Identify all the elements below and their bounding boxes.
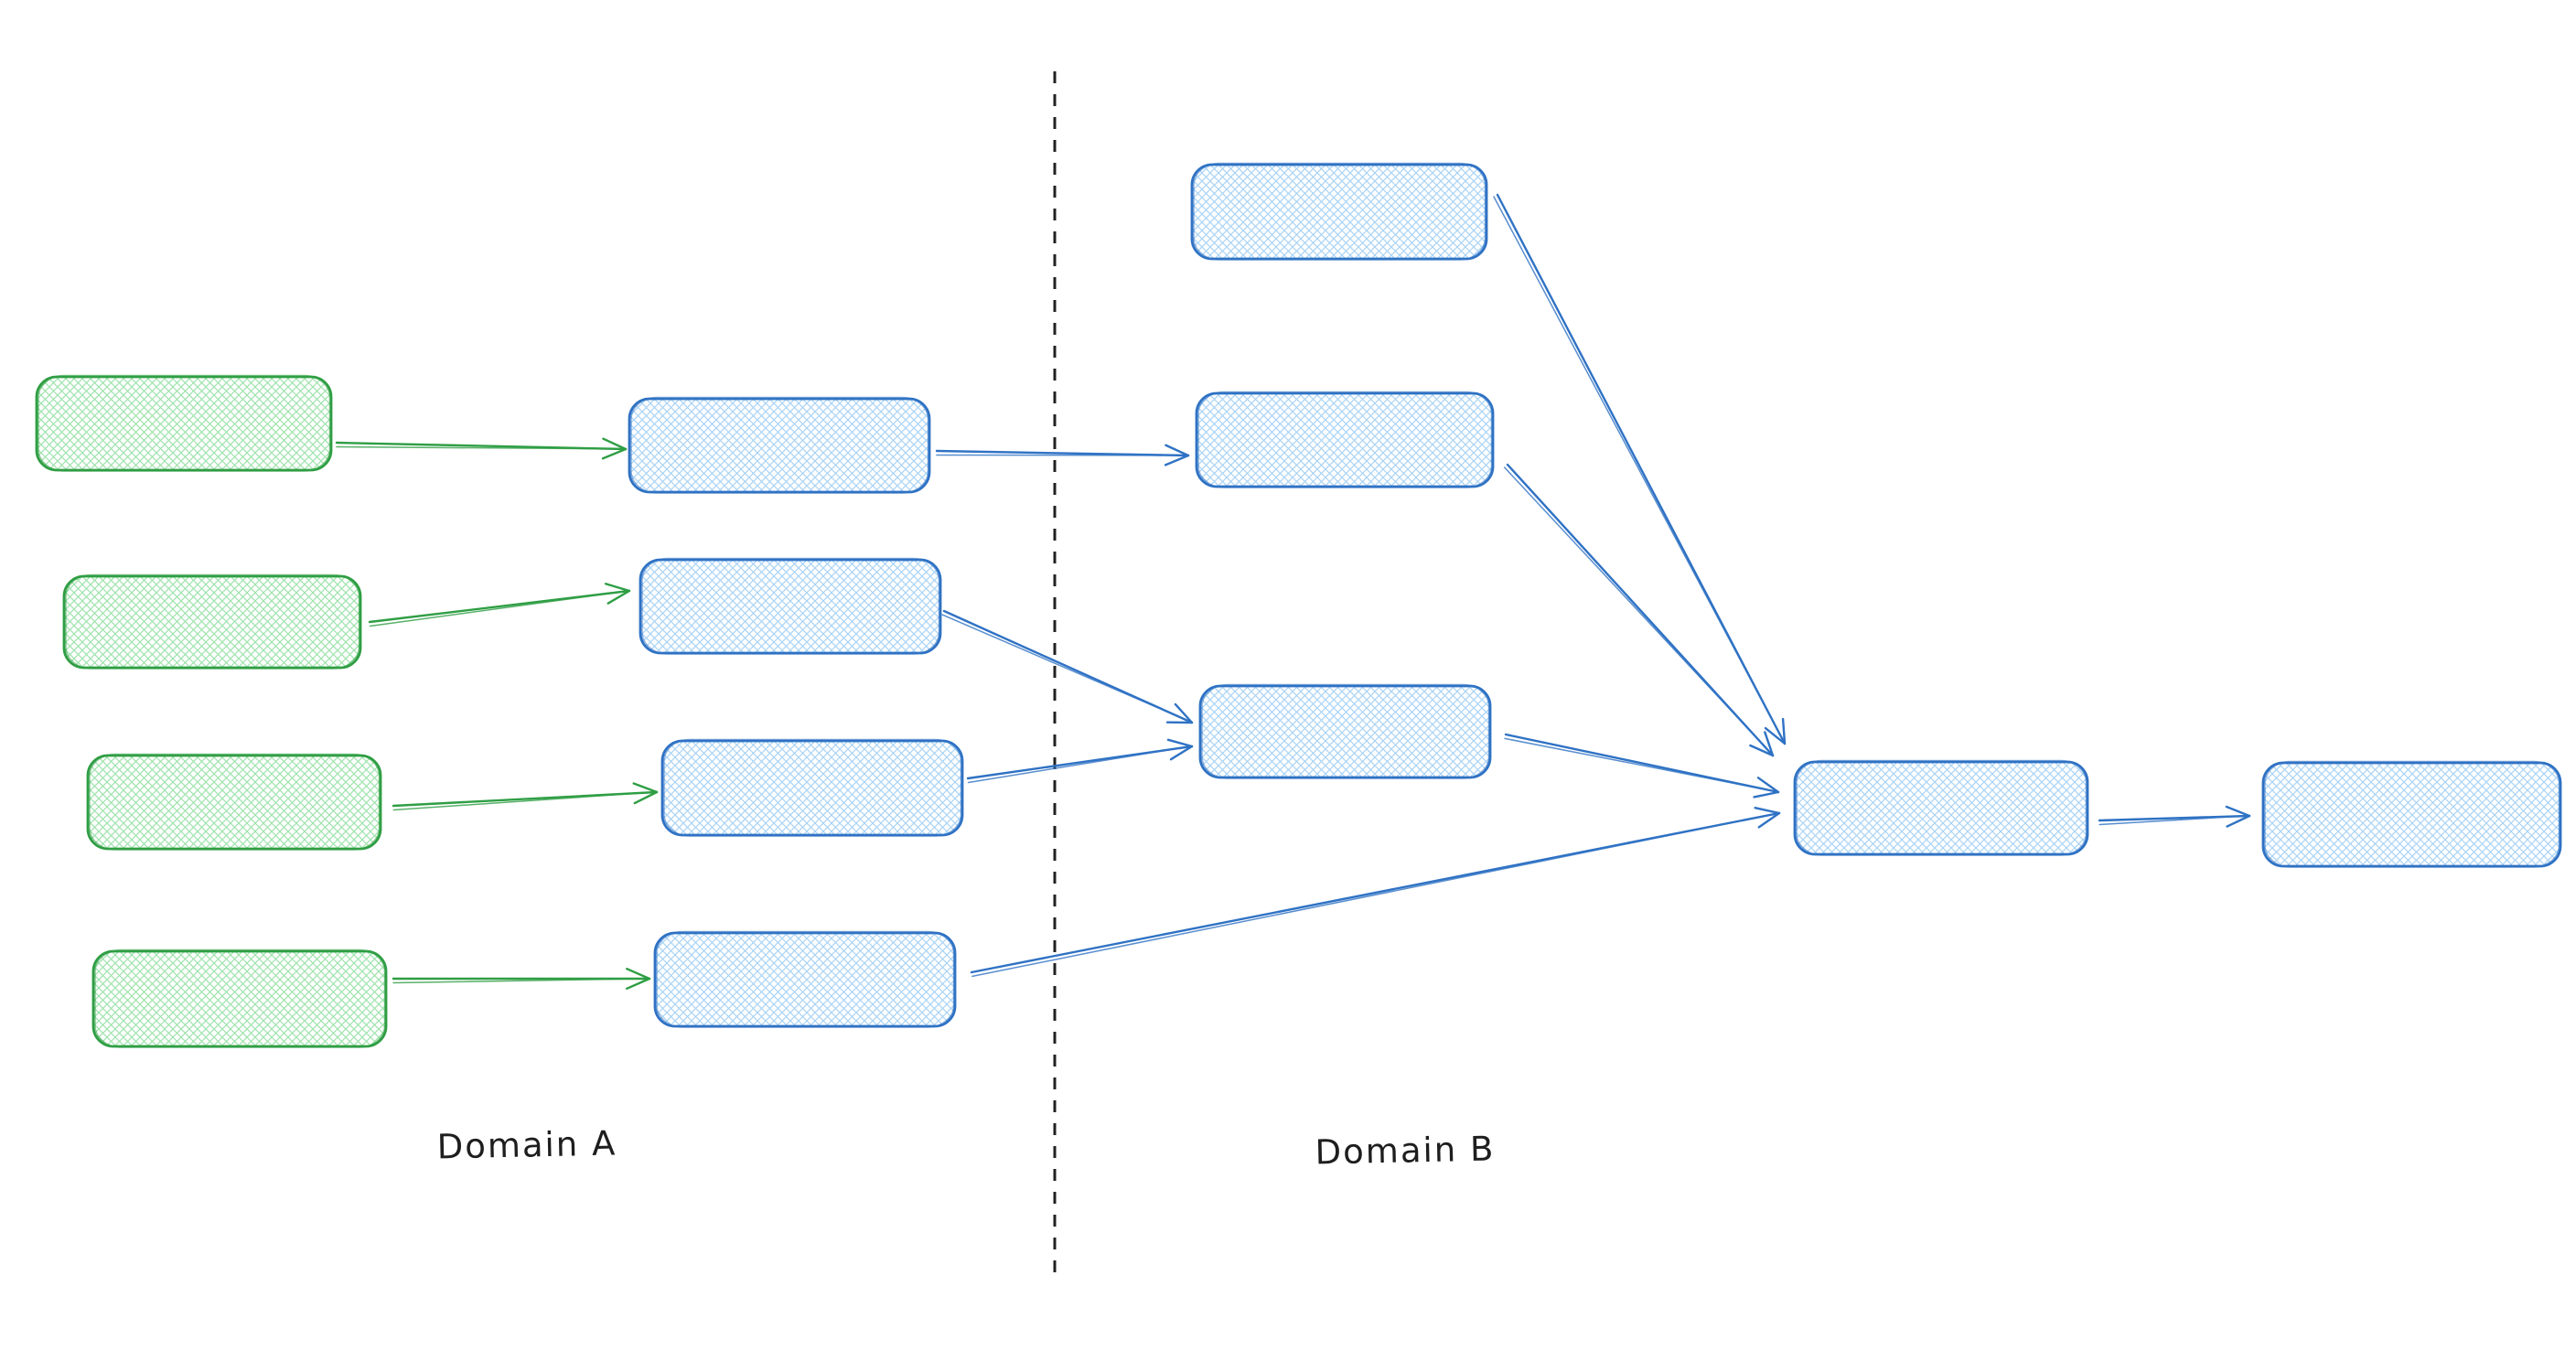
domain-a-source-box-3 xyxy=(86,753,382,851)
arrow-process3-to-stage3-head xyxy=(1169,745,1194,761)
domain-a-source-box-1-shape xyxy=(35,375,333,472)
arrow-process4-to-merge xyxy=(970,806,1781,978)
arrow-stage1-to-merge-shaft-echo xyxy=(1493,196,1783,738)
arrow-source1-to-process1-head xyxy=(601,447,628,460)
domain-b-merge-box xyxy=(1793,759,2089,856)
domain-a-source-box-2 xyxy=(62,573,362,670)
domain-a-source-box-2-shape xyxy=(62,574,362,670)
domain-b-output-box-shape xyxy=(2261,761,2562,868)
arrow-source3-to-process3 xyxy=(392,782,659,811)
arrow-source4-to-process4-head xyxy=(626,967,651,981)
domain-a-process-box-4 xyxy=(653,930,957,1028)
domain-b-stage-box-3-shape xyxy=(1198,684,1492,779)
arrow-source2-to-process2 xyxy=(368,583,631,627)
arrow-source2-to-process2-head xyxy=(604,583,631,593)
domain-b-merge-box-sketch-echo xyxy=(1796,759,2088,856)
domain-a-process-box-1-shape xyxy=(628,397,931,494)
arrow-source4-to-process4 xyxy=(392,967,651,991)
arrow-source4-to-process4-head xyxy=(626,977,651,991)
domain-b-stage-box-1 xyxy=(1190,162,1488,261)
arrow-process4-to-merge-shaft-echo xyxy=(971,813,1773,978)
arrow-merge-to-output-head xyxy=(2225,805,2251,818)
arrow-stage3-to-merge-head xyxy=(1753,790,1780,799)
domain-b-stage-box-3-sketch-echo xyxy=(1201,683,1490,779)
arrow-source1-to-process1-shaft-echo xyxy=(336,445,619,450)
domain-b-output-box-sketch-echo xyxy=(2264,760,2560,868)
domain-a-source-box-4-shape xyxy=(91,949,388,1048)
arrow-process3-to-stage3-shaft-echo xyxy=(967,746,1186,784)
arrow-stage2-to-merge-head xyxy=(1749,744,1775,757)
arrow-stage2-to-merge-head xyxy=(1764,731,1775,757)
arrow-stage3-to-merge-shaft-echo xyxy=(1504,737,1772,792)
domain-a-process-box-3-shape xyxy=(660,739,964,837)
arrow-process2-to-stage3-shaft-echo xyxy=(941,614,1186,721)
domain-a-source-box-4-sketch-echo xyxy=(94,949,386,1048)
domain-a-process-box-4-sketch-echo xyxy=(656,930,955,1028)
domain-b-label: Domain B xyxy=(1315,1129,1496,1173)
arrow-process3-to-stage3-head xyxy=(1166,738,1194,748)
arrow-source2-to-process2-shaft-echo xyxy=(369,591,623,627)
arrow-stage2-to-merge xyxy=(1503,463,1775,757)
domain-b-stage-box-2-shape xyxy=(1195,391,1495,488)
arrow-stage2-to-merge-shaft-echo xyxy=(1503,466,1769,751)
arrow-stage1-to-merge xyxy=(1493,193,1787,745)
domain-a-process-box-1 xyxy=(628,396,931,494)
domain-a-process-box-2-shape xyxy=(639,558,942,655)
arrow-source3-to-process3-shaft-echo xyxy=(392,791,650,811)
arrow-process3-to-stage3 xyxy=(966,738,1194,784)
domain-a-source-box-3-shape xyxy=(86,754,382,851)
arrow-stage3-to-merge-head xyxy=(1756,777,1780,794)
arrow-source3-to-process3-head xyxy=(633,790,659,805)
domain-a-process-box-2 xyxy=(639,557,942,655)
arrow-process2-to-stage3-head xyxy=(1174,702,1194,724)
domain-a-process-box-3 xyxy=(660,738,964,837)
domain-a-source-box-4 xyxy=(91,949,388,1048)
domain-b-stage-box-2 xyxy=(1195,391,1495,488)
arrow-source2-to-process2-head xyxy=(606,589,631,605)
domain-a-process-box-3-sketch-echo xyxy=(663,738,962,837)
arrow-process4-to-merge-head xyxy=(1757,811,1781,829)
domain-a-process-box-1-sketch-echo xyxy=(630,396,929,494)
domain-b-stage-box-3 xyxy=(1198,683,1492,779)
domain-b-merge-box-shape xyxy=(1793,760,2089,856)
domain-a-source-box-3-sketch-echo xyxy=(89,753,381,851)
arrow-source3-to-process3-head xyxy=(632,782,659,794)
domain-a-source-box-1-sketch-echo xyxy=(38,374,331,472)
arrow-stage1-to-merge-head xyxy=(1764,726,1787,745)
arrow-merge-to-output xyxy=(2098,805,2251,828)
arrow-merge-to-output-shaft-echo xyxy=(2098,815,2243,826)
domain-b-stage-box-2-sketch-echo xyxy=(1197,391,1493,488)
domain-a-source-box-2-sketch-echo xyxy=(65,573,360,670)
arrow-source4-to-process4-shaft-echo xyxy=(392,978,643,984)
arrow-process4-to-merge-head xyxy=(1754,806,1781,815)
arrow-source1-to-process1-head xyxy=(602,437,628,451)
domain-a-label: Domain A xyxy=(436,1123,617,1167)
arrow-process1-to-stage2-head xyxy=(1164,454,1190,466)
arrow-stage1-to-merge-head xyxy=(1781,717,1787,745)
arrow-process1-to-stage2 xyxy=(935,444,1190,466)
arrow-process2-to-stage3 xyxy=(941,609,1194,724)
domain-a-process-box-2-sketch-echo xyxy=(641,557,940,655)
domain-a-process-box-4-shape xyxy=(653,931,957,1028)
arrow-merge-to-output-head xyxy=(2226,814,2251,828)
arrow-source1-to-process1 xyxy=(335,437,628,460)
domain-b-stage-box-1-sketch-echo xyxy=(1193,162,1487,261)
domain-b-stage-box-1-shape xyxy=(1190,163,1488,261)
domain-b-output-box xyxy=(2261,760,2562,868)
arrow-stage3-to-merge xyxy=(1504,733,1780,799)
arrow-process1-to-stage2-head xyxy=(1165,444,1190,457)
domain-a-source-box-1 xyxy=(35,374,333,472)
